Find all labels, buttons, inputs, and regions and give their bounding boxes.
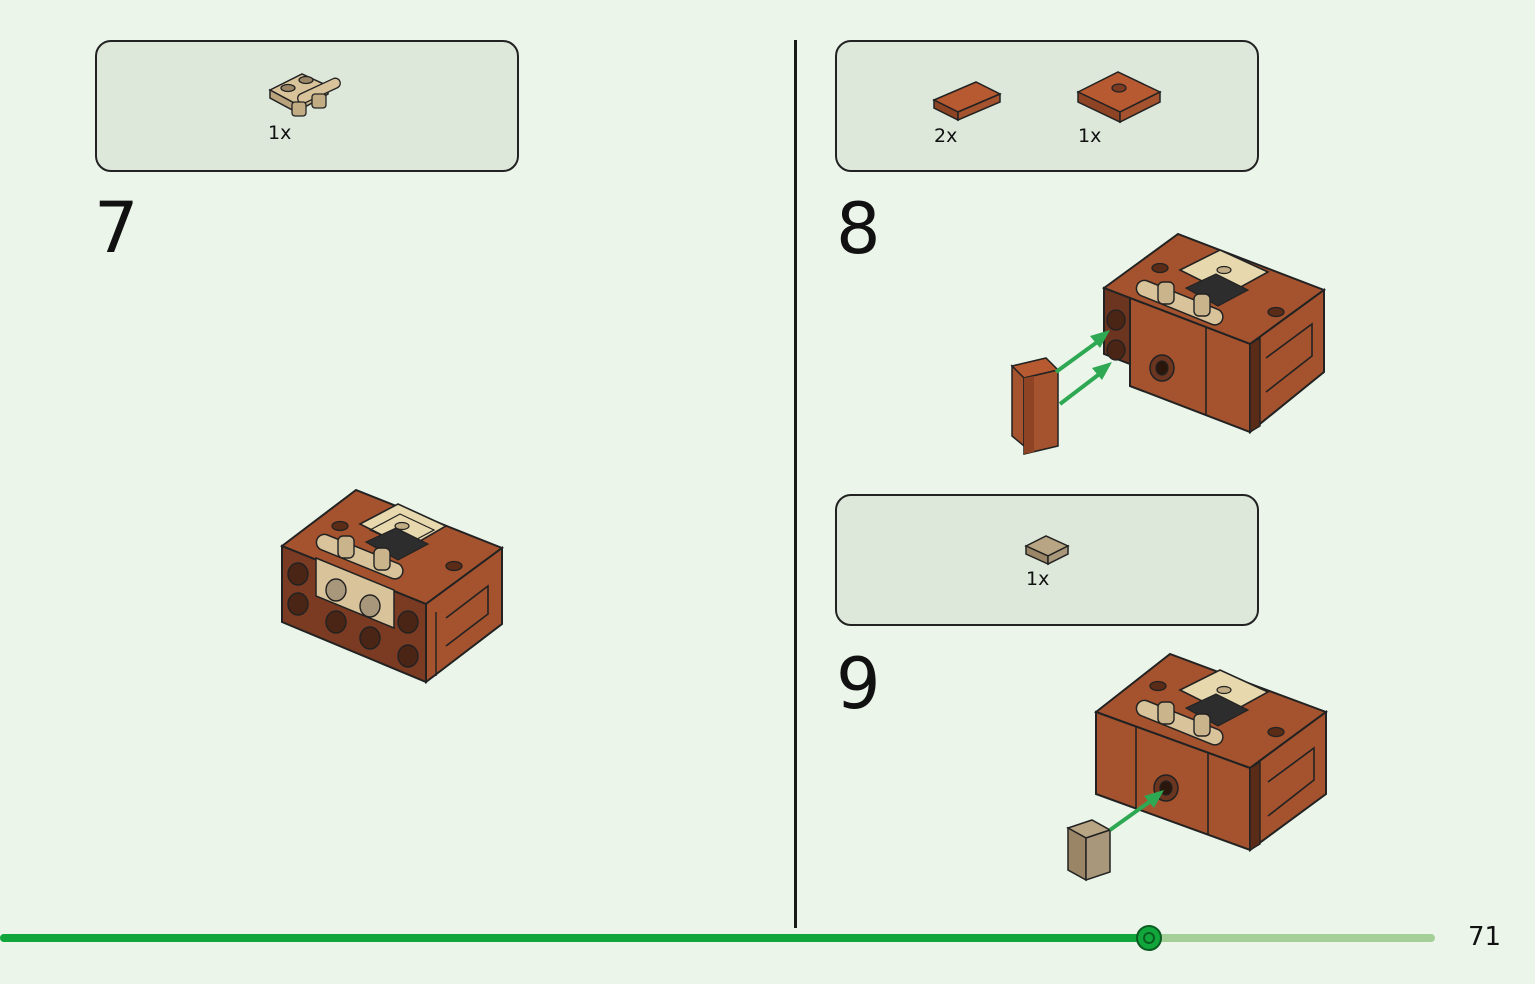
part-quantity: 1x [1078, 125, 1102, 147]
progress-knob-icon [1136, 925, 1162, 951]
progress-fill [0, 934, 1149, 942]
tan-plate-with-clips-icon [268, 73, 341, 117]
step-number-8: 8 [836, 188, 881, 270]
step-8-assembly-illustration [1010, 232, 1327, 455]
page-divider [794, 40, 797, 928]
step-number-9: 9 [836, 643, 881, 725]
step-7-assembly-illustration [279, 488, 505, 685]
parts-callout-step-8 [835, 40, 1259, 172]
dark-tan-tile-1x1-icon [1024, 535, 1070, 566]
reddish-brown-plate-2x2-with-stud-icon [1076, 71, 1162, 124]
page-number: 71 [1468, 922, 1502, 952]
part-quantity: 1x [268, 122, 292, 144]
step-number-7: 7 [94, 187, 139, 269]
reddish-brown-tile-1x2-icon [932, 81, 1002, 122]
part-quantity: 1x [1026, 568, 1050, 590]
step-9-assembly-illustration [1066, 652, 1329, 882]
part-quantity: 2x [934, 125, 958, 147]
